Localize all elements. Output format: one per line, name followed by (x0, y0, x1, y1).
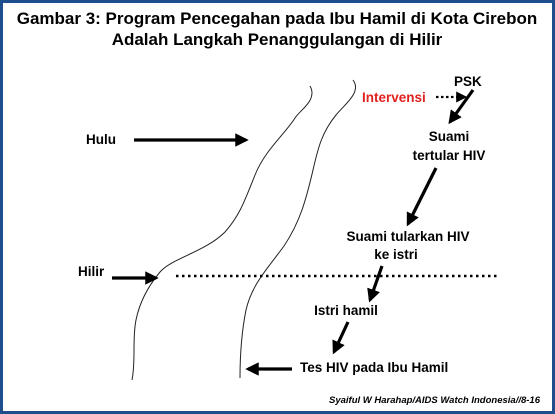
title-line-1: Gambar 3: Program Pencegahan pada Ibu Ha… (17, 9, 538, 28)
suami-tularkan-line-2: ke istri (374, 247, 418, 262)
suami-tertular-line-2: tertular HIV (413, 148, 486, 163)
suami-tertular-line-1: Suami (429, 129, 470, 144)
tes-hiv-label: Tes HIV pada Ibu Hamil (300, 360, 448, 375)
credit-text: Syaiful W Harahap/AIDS Watch Indonesia//… (329, 395, 541, 406)
river-bank-right (239, 79, 356, 379)
hilir-label: Hilir (78, 264, 105, 279)
tularkan-to-istri-arrow (367, 265, 384, 303)
title-line-2: Adalah Langkah Penanggulangan di Hilir (112, 30, 443, 49)
istri-to-tes-arrow (332, 321, 350, 355)
suami-tularkan-line-1: Suami tularkan HIV (346, 229, 469, 244)
intervensi-label: Intervensi (362, 90, 426, 105)
istri-hamil-label: Istri hamil (314, 303, 378, 318)
psk-label: PSK (454, 74, 482, 89)
hulu-label: Hulu (86, 132, 116, 147)
psk-to-suami-arrow (448, 89, 475, 125)
river-bank-left (131, 85, 313, 381)
tertular-to-tularkan-arrow (406, 167, 438, 227)
